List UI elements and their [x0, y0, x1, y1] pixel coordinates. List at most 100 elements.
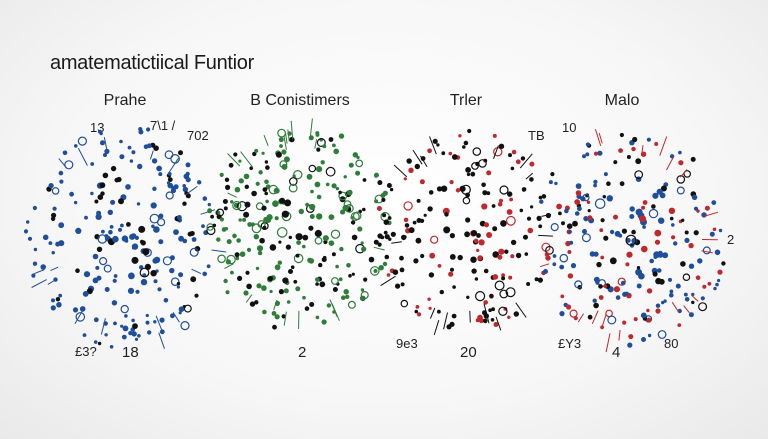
dot — [661, 300, 665, 305]
dot — [363, 277, 368, 282]
tick-mark — [483, 303, 490, 324]
dot — [406, 158, 411, 163]
dot — [243, 173, 250, 180]
dot — [437, 309, 441, 314]
dot — [322, 235, 329, 242]
dot — [603, 172, 608, 177]
dot — [399, 255, 404, 261]
dot — [119, 139, 123, 144]
dot — [510, 239, 517, 246]
dot — [511, 149, 517, 155]
tick-mark — [641, 145, 644, 156]
dot — [449, 321, 455, 327]
dot — [477, 314, 483, 321]
dot — [698, 302, 708, 312]
dot — [582, 154, 586, 159]
dot — [539, 199, 544, 204]
dot — [473, 238, 479, 244]
dot — [400, 282, 405, 287]
dot — [574, 280, 583, 289]
dot — [702, 284, 707, 289]
dot — [132, 259, 137, 264]
tick-mark — [155, 315, 164, 333]
dot — [302, 234, 309, 241]
dot — [103, 153, 107, 157]
dot — [125, 184, 131, 190]
tick-mark — [58, 158, 68, 169]
dot — [673, 241, 678, 246]
tick-mark — [245, 294, 253, 303]
dot — [64, 160, 74, 170]
dot — [399, 267, 405, 273]
dot — [273, 187, 280, 194]
dot — [492, 251, 500, 258]
dot — [108, 229, 113, 235]
dot — [316, 148, 321, 152]
dot — [288, 235, 292, 240]
dot — [412, 220, 417, 225]
dot — [197, 180, 202, 185]
dot — [182, 184, 186, 188]
dot — [429, 252, 436, 259]
dot — [586, 200, 591, 204]
dot — [585, 152, 590, 157]
tick-mark — [539, 263, 550, 268]
dot — [587, 314, 593, 320]
tick-mark — [285, 132, 288, 144]
dot — [140, 278, 148, 286]
dot — [26, 220, 30, 224]
dot — [441, 151, 446, 156]
dot — [261, 285, 267, 291]
dot — [382, 213, 387, 218]
dot — [443, 226, 451, 234]
dot — [377, 180, 383, 186]
dot — [288, 269, 293, 274]
dot — [189, 247, 199, 257]
dot — [472, 147, 482, 156]
dot — [510, 166, 515, 171]
dot — [151, 224, 155, 229]
dot — [574, 211, 580, 216]
dot — [249, 166, 253, 170]
annotation-tb: TB — [528, 128, 545, 143]
dot — [383, 219, 390, 225]
tick-mark — [525, 172, 534, 180]
dot — [178, 311, 182, 315]
dot — [463, 140, 469, 146]
dot — [656, 188, 663, 195]
dot — [96, 246, 103, 252]
dot — [680, 261, 686, 267]
dot — [51, 298, 55, 303]
dot — [281, 149, 287, 155]
dot — [374, 174, 378, 178]
dot — [544, 252, 550, 257]
dot — [345, 294, 350, 299]
dot — [277, 260, 282, 265]
dot — [451, 313, 457, 319]
dot — [304, 306, 310, 311]
dot — [230, 270, 234, 275]
dot — [613, 160, 618, 165]
dot — [314, 181, 321, 188]
dot — [234, 252, 240, 258]
dot — [169, 267, 175, 274]
tick-mark — [577, 313, 585, 323]
dot — [471, 162, 479, 170]
tick-mark — [605, 333, 611, 353]
dot — [507, 315, 511, 319]
dot — [428, 306, 432, 310]
dot — [183, 304, 192, 313]
dot — [158, 213, 164, 219]
dot-cluster-2 — [206, 118, 392, 330]
dot — [136, 202, 141, 206]
dot — [56, 302, 62, 308]
dot — [515, 252, 522, 259]
dot — [232, 200, 242, 211]
dot — [420, 218, 425, 223]
dot — [647, 333, 652, 338]
dot — [243, 290, 249, 296]
dot — [526, 216, 532, 221]
dot — [295, 286, 301, 292]
dot — [598, 295, 604, 300]
dot — [369, 266, 380, 276]
